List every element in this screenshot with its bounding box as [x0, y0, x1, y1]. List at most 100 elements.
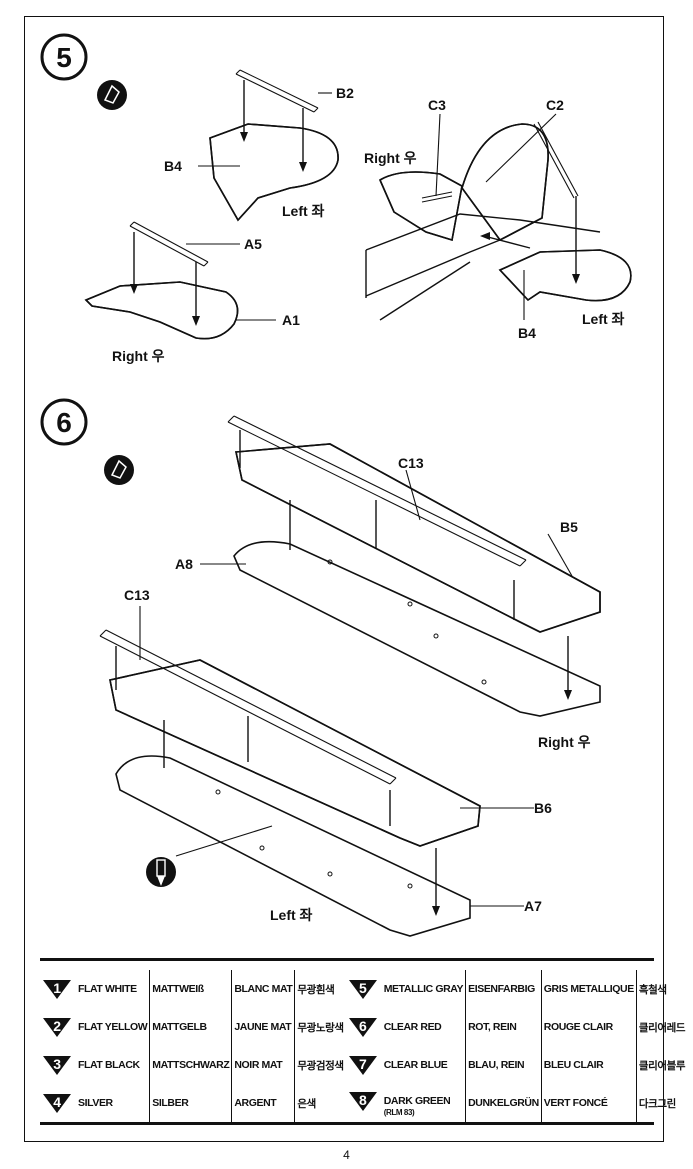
- paint-name-de: EISENFARBIG: [465, 970, 542, 1008]
- paint-name-en: 4 SILVER: [40, 1084, 151, 1122]
- glue-icon-2: [104, 455, 134, 485]
- paint-name-ko: 은색: [297, 1097, 316, 1110]
- left-elevator-assembly: [198, 69, 339, 222]
- paint-number-icon: 1: [42, 978, 72, 1000]
- step-5-number: 5: [56, 42, 72, 73]
- paint-name-ko: 클리어블루: [638, 1059, 686, 1072]
- paint-name-en-text: SILVER: [78, 1096, 113, 1109]
- paint-name-fr: BLANC MAT: [231, 970, 296, 1008]
- paint-name-de: MATTGELB: [149, 1008, 233, 1046]
- step-6-circle: [40, 398, 88, 446]
- label-b5: B5: [560, 519, 578, 535]
- paint-name-en-text: FLAT BLACK: [78, 1058, 140, 1071]
- paint-number: 8: [359, 1091, 367, 1108]
- paint-number-icon: 2: [42, 1016, 72, 1038]
- paint-name-en: 7 CLEAR BLUE: [345, 1046, 467, 1084]
- paint-name-en: 5 METALLIC GRAY: [345, 970, 467, 1008]
- paint-number: 4: [53, 1094, 61, 1110]
- right-elevator-assembly: [84, 221, 276, 340]
- label-right-5: Right 우: [112, 348, 165, 364]
- paint-number-icon: 8: [348, 1090, 378, 1112]
- paint-name-sub: (RLM 83): [383, 1107, 415, 1117]
- label-c2: C2: [546, 97, 564, 113]
- paint-number: 5: [359, 980, 367, 996]
- tail-assembly: [365, 113, 632, 321]
- step-5-circle: [40, 33, 88, 81]
- legend-bottom-rule: [40, 1122, 654, 1125]
- paint-name-en-text: CLEAR RED: [383, 1020, 442, 1033]
- paint-name-ko: 다크그린: [638, 1097, 676, 1110]
- paint-name-de: DUNKELGRÜN: [465, 1084, 542, 1122]
- paint-name-en: 8 DARK GREEN(RLM 83): [345, 1084, 467, 1122]
- label-left-6: Left 좌: [270, 907, 313, 923]
- paint-name-en: 2 FLAT YELLOW: [40, 1008, 151, 1046]
- label-left-5b: Left 좌: [582, 311, 625, 327]
- paint-number-icon: 7: [348, 1054, 378, 1076]
- paint-name-en-text: FLAT YELLOW: [78, 1020, 148, 1033]
- paint-name-en-text: CLEAR BLUE: [383, 1058, 448, 1071]
- label-left-5: Left 좌: [282, 203, 325, 219]
- paint-name-fr: BLEU CLAIR: [541, 1046, 637, 1084]
- paint-name-fr: VERT FONCÉ: [541, 1084, 637, 1122]
- left-wing-assembly: [99, 606, 534, 937]
- label-a7: A7: [524, 898, 542, 914]
- paint-name-de: MATTSCHWARZ: [149, 1046, 233, 1084]
- label-c13-bottom: C13: [124, 587, 150, 603]
- paint-number-icon: 6: [348, 1016, 378, 1038]
- step-5: 5 B2 B4 Left 좌: [40, 33, 632, 364]
- label-a1: A1: [282, 312, 300, 328]
- step-6-number: 6: [56, 407, 72, 438]
- page-number: 4: [343, 1148, 350, 1162]
- paint-name-en: 1 FLAT WHITE: [40, 970, 151, 1008]
- legend-top-rule: [40, 958, 654, 961]
- label-right-6: Right 우: [538, 734, 591, 750]
- paint-number: 6: [359, 1018, 367, 1034]
- right-wing-assembly: [200, 415, 601, 717]
- label-right-5b: Right 우: [364, 150, 417, 166]
- paint-number: 1: [53, 980, 61, 996]
- paint-name-en-text: METALLIC GRAY: [383, 982, 464, 995]
- label-b6: B6: [534, 800, 552, 816]
- hobby-knife-icon: [146, 857, 176, 887]
- label-b2: B2: [336, 85, 354, 101]
- paint-name-ko: 무광흰색: [297, 983, 335, 996]
- label-b4-right: B4: [518, 325, 536, 341]
- paint-name-en-text: DARK GREEN: [383, 1094, 451, 1107]
- paint-name-de: SILBER: [149, 1084, 233, 1122]
- paint-name-de: ROT, REIN: [465, 1008, 542, 1046]
- paint-name-fr: NOIR MAT: [231, 1046, 296, 1084]
- paint-number: 7: [359, 1056, 367, 1072]
- paint-name-en: 3 FLAT BLACK: [40, 1046, 151, 1084]
- label-a8: A8: [175, 556, 193, 572]
- label-b4-left: B4: [164, 158, 182, 174]
- glue-icon: [97, 80, 127, 110]
- paint-number-icon: 5: [348, 978, 378, 1000]
- paint-name-fr: GRIS METALLIQUE: [541, 970, 637, 1008]
- paint-name-fr: JAUNE MAT: [231, 1008, 296, 1046]
- paint-number-icon: 4: [42, 1092, 72, 1114]
- step-6: 6 C13 B5: [40, 398, 601, 937]
- paint-name-en-text: FLAT WHITE: [78, 982, 137, 995]
- paint-number-icon: 3: [42, 1054, 72, 1076]
- paint-name-fr: ARGENT: [231, 1084, 296, 1122]
- paint-name-ko: 무광검정색: [297, 1059, 344, 1072]
- paint-name-ko: 흑철색: [638, 983, 667, 996]
- instruction-diagram: 5 B2 B4 Left 좌: [40, 33, 632, 937]
- paint-name-ko: 클리어레드: [638, 1021, 686, 1034]
- paint-name-fr: ROUGE CLAIR: [541, 1008, 637, 1046]
- paint-name-de: MATTWEIß: [149, 970, 233, 1008]
- label-a5: A5: [244, 236, 262, 252]
- page-frame: [24, 16, 664, 1142]
- label-c13-top: C13: [398, 455, 424, 471]
- paint-number: 2: [53, 1018, 61, 1034]
- paint-number: 3: [53, 1056, 61, 1072]
- paint-name-ko: 무광노랑색: [297, 1021, 344, 1034]
- paint-name-de: BLAU, REIN: [465, 1046, 542, 1084]
- paint-name-en: 6 CLEAR RED: [345, 1008, 467, 1046]
- label-c3: C3: [428, 97, 446, 113]
